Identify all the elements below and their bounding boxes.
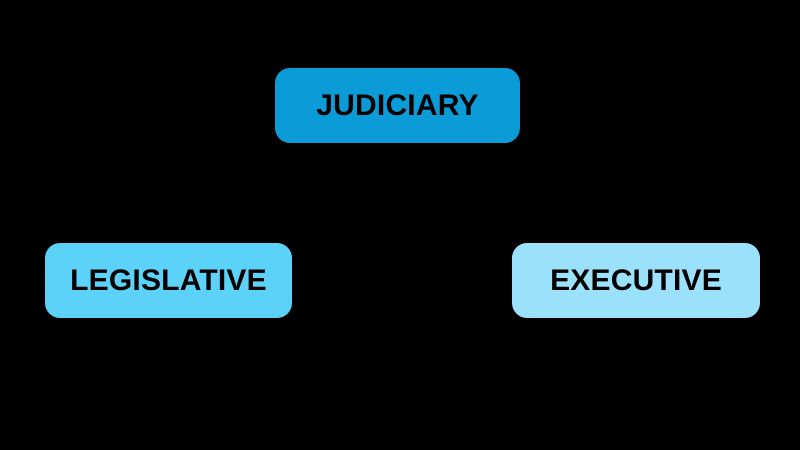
- node-executive-label: EXECUTIVE: [550, 263, 722, 297]
- node-judiciary[interactable]: JUDICIARY: [275, 68, 520, 143]
- node-legislative-label: LEGISLATIVE: [70, 263, 267, 297]
- node-legislative[interactable]: LEGISLATIVE: [45, 243, 292, 318]
- node-judiciary-label: JUDICIARY: [316, 88, 479, 122]
- node-executive[interactable]: EXECUTIVE: [512, 243, 760, 318]
